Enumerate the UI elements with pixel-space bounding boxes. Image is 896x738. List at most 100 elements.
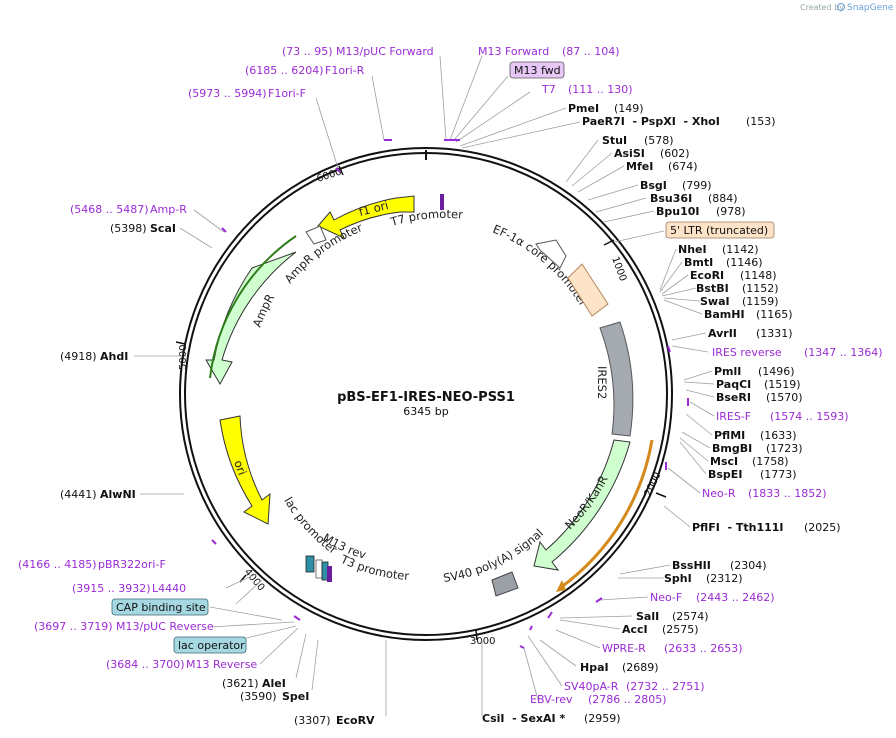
site-xhoi[interactable]: PaeR7I - PspXI - XhoI <box>582 115 720 128</box>
primer-pbr322ori-f[interactable]: pBR322ori-F <box>98 558 166 571</box>
lac-operator-box[interactable] <box>173 636 247 654</box>
site-mfei[interactable]: MfeI <box>626 160 653 173</box>
site-acci[interactable]: AccI <box>622 623 648 636</box>
primer-f1ori-r-range[interactable]: (6185 .. 6204) <box>245 64 324 77</box>
ampr-promoter-arrow[interactable] <box>305 225 327 245</box>
f1-ori-arrow[interactable] <box>317 195 415 240</box>
site-avrii[interactable]: AvrII <box>708 327 737 340</box>
primer-ires-f-range[interactable]: (1574 .. 1593) <box>770 410 849 423</box>
primer-m13puc-reverse[interactable]: M13/pUC Reverse <box>116 620 214 633</box>
ampr-arrow[interactable] <box>205 251 297 386</box>
cap-binding-site-mark[interactable] <box>305 555 315 573</box>
primer-t7[interactable]: T7 <box>541 83 556 96</box>
primer-wpre-r-range[interactable]: (2633 .. 2653) <box>664 642 743 655</box>
site-bspei-pos: (1773) <box>760 468 797 481</box>
site-pmei[interactable]: PmeI <box>568 102 599 115</box>
primer-m13puc-forward-range[interactable]: (73 .. 95) <box>282 45 333 58</box>
primer-m13-forward[interactable]: M13 Forward <box>478 45 549 58</box>
primer-f1ori-f[interactable]: F1ori-F <box>268 87 306 100</box>
primer-pbr322ori-f-range[interactable]: (4166 .. 4185) <box>18 558 97 571</box>
primer-neo-f[interactable]: Neo-F <box>650 591 682 604</box>
site-ahdi[interactable]: AhdI <box>100 350 128 363</box>
primer-neo-r[interactable]: Neo-R <box>702 487 736 500</box>
site-pmli[interactable]: PmlI <box>714 365 741 378</box>
ef1a-promoter-label: EF-1α core promoter <box>491 222 591 309</box>
orange-feature-arc[interactable] <box>559 439 654 590</box>
ires2-block[interactable] <box>599 321 634 437</box>
primer-amp-r-range[interactable]: (5468 .. 5487) <box>70 203 149 216</box>
site-bsgi[interactable]: BsgI <box>640 179 667 192</box>
primer-m13-reverse[interactable]: M13 Reverse <box>186 658 257 671</box>
site-spei[interactable]: SpeI <box>282 690 309 703</box>
site-hpai[interactable]: HpaI <box>580 661 609 674</box>
primer-ebv-rev[interactable]: EBV-rev <box>530 693 573 706</box>
site-paqci[interactable]: PaqCI <box>716 378 751 391</box>
site-sexai[interactable]: CsiI - SexAI * <box>482 712 565 725</box>
site-hpai-pos: (2689) <box>622 661 659 674</box>
site-ecorv[interactable]: EcoRV <box>336 714 375 727</box>
ori-arrow[interactable] <box>219 415 271 525</box>
primer-f1ori-r[interactable]: F1ori-R <box>325 64 365 77</box>
site-bsgi-pos: (799) <box>682 179 712 192</box>
m13-fwd-box[interactable] <box>509 61 565 79</box>
primer-ires-reverse-range[interactable]: (1347 .. 1364) <box>804 346 883 359</box>
site-sphi[interactable]: SphI <box>664 572 692 585</box>
site-bseri-pos: (1570) <box>766 391 803 404</box>
site-paqci-pos: (1519) <box>764 378 801 391</box>
primer-sv40pa-r[interactable]: SV40pA-R <box>564 680 619 693</box>
site-tth111i[interactable]: PflFI - Tth111I <box>692 521 784 534</box>
lac-promoter-mark[interactable] <box>315 559 323 579</box>
site-bspei[interactable]: BspEI <box>708 468 742 481</box>
t3-promoter-label: T3 promoter <box>338 552 410 583</box>
primer-amp-r[interactable]: Amp-R <box>150 203 187 216</box>
site-alwni[interactable]: AlwNI <box>100 488 136 501</box>
site-bpu10i[interactable]: Bpu10I <box>656 205 700 218</box>
site-msci[interactable]: MscI <box>710 455 738 468</box>
site-bmti[interactable]: BmtI <box>684 256 713 269</box>
primer-wpre-r[interactable]: WPRE-R <box>602 642 646 655</box>
neor-kanr-arrow[interactable] <box>533 439 631 571</box>
primer-l4440[interactable]: L4440 <box>152 582 186 595</box>
site-sali[interactable]: SalI <box>636 610 659 623</box>
site-swai[interactable]: SwaI <box>700 295 730 308</box>
primer-m13puc-forward[interactable]: M13/pUC Forward <box>336 45 434 58</box>
site-stui[interactable]: StuI <box>602 134 627 147</box>
site-scai-pos: (5398) <box>110 222 147 235</box>
ef1a-promoter-arrow[interactable] <box>535 239 567 269</box>
ampr-green-arc <box>209 235 297 379</box>
t7-promoter-mark[interactable] <box>440 194 444 210</box>
site-bsshii[interactable]: BssHII <box>672 559 711 572</box>
site-ecori[interactable]: EcoRI <box>690 269 724 282</box>
primer-ires-reverse[interactable]: IRES reverse <box>712 346 782 359</box>
primer-neo-r-range[interactable]: (1833 .. 1852) <box>748 487 827 500</box>
orange-feature-arrowhead <box>556 580 566 592</box>
primer-m13-reverse-range[interactable]: (3684 .. 3700) <box>106 658 185 671</box>
site-pflmi[interactable]: PflMI <box>714 429 745 442</box>
site-bmti-pos: (1146) <box>726 256 763 269</box>
ltr-truncated-block[interactable] <box>567 263 609 317</box>
site-scai[interactable]: ScaI <box>150 222 176 235</box>
primer-f1ori-f-range[interactable]: (5973 .. 5994) <box>188 87 267 100</box>
site-nhei[interactable]: NheI <box>678 243 707 256</box>
site-alei[interactable]: AleI <box>262 677 286 690</box>
primer-ires-f[interactable]: IRES-F <box>716 410 751 423</box>
t3-promoter-mark[interactable] <box>327 566 332 582</box>
site-bamhi[interactable]: BamHI <box>704 308 745 321</box>
primer-m13puc-reverse-range[interactable]: (3697 .. 3719) <box>34 620 113 633</box>
site-bsu36i[interactable]: Bsu36I <box>650 192 692 205</box>
primer-t7-range[interactable]: (111 .. 130) <box>568 83 633 96</box>
site-bstbi[interactable]: BstBI <box>696 282 729 295</box>
primer-ebv-rev-range[interactable]: (2786 .. 2805) <box>588 693 667 706</box>
sv40-polya-block[interactable] <box>491 571 519 597</box>
site-bmgbi[interactable]: BmgBI <box>712 442 752 455</box>
primer-sv40pa-r-range[interactable]: (2732 .. 2751) <box>626 680 705 693</box>
snapgene-brand: Created by SnapGene <box>800 3 894 13</box>
cap-binding-box[interactable] <box>111 598 209 616</box>
ltr-box[interactable] <box>665 221 775 239</box>
site-sphi-pos: (2312) <box>706 572 743 585</box>
primer-neo-f-range[interactable]: (2443 .. 2462) <box>696 591 775 604</box>
primer-m13-forward-range[interactable]: (87 .. 104) <box>562 45 620 58</box>
site-asisi[interactable]: AsiSI <box>614 147 645 160</box>
site-bseri[interactable]: BseRI <box>716 391 751 404</box>
primer-l4440-range[interactable]: (3915 .. 3932) <box>72 582 151 595</box>
